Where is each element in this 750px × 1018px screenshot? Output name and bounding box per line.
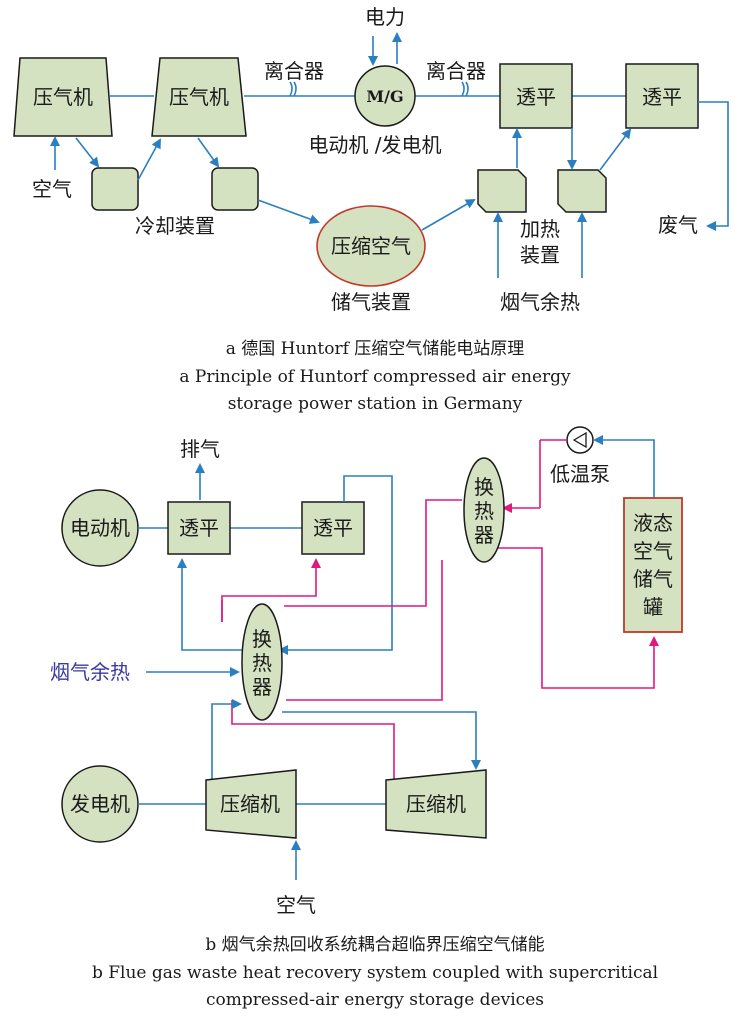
heating-label-1: 加热 xyxy=(520,217,560,241)
hx-top-char-3: 器 xyxy=(474,523,494,547)
clutch-right-icon xyxy=(461,81,469,97)
exhaust-label-b: 排气 xyxy=(180,437,220,461)
heat-exchanger-mid xyxy=(241,603,283,721)
tank-label-1: 液态 xyxy=(633,511,673,535)
tank-label-3: 储气 xyxy=(633,567,673,591)
power-label: 电力 xyxy=(365,5,405,29)
hx-top-to-tank xyxy=(484,547,659,689)
storage-to-heater1 xyxy=(421,199,476,231)
tank-to-pump xyxy=(593,435,655,498)
turbine-b-1 xyxy=(167,501,231,555)
flue-heat-label-b: 烟气余热 xyxy=(50,660,130,684)
turbine-a-1-label: 透平 xyxy=(516,85,556,109)
hx-to-turbine1 xyxy=(177,558,246,651)
hx-mid-to-hx-top xyxy=(284,499,462,607)
hx-mid-char-1: 换 xyxy=(252,627,272,651)
caption-a-en-1: a Principle of Huntorf compressed air en… xyxy=(179,367,571,387)
tank-label-4: 罐 xyxy=(643,595,663,619)
compressor-a-1 xyxy=(13,57,113,137)
exhaust-arrow-a xyxy=(698,101,729,231)
turbine-a-2-label: 透平 xyxy=(642,85,682,109)
caption-b-en-2: compressed-air energy storage devices xyxy=(206,990,544,1010)
c2-to-cooler2 xyxy=(197,137,220,168)
cooler-a-2 xyxy=(211,167,259,211)
caption-b-cn: b 烟气余热回收系统耦合超临界压缩空气储能 xyxy=(205,935,544,955)
pump-label: 低温泵 xyxy=(550,462,610,486)
liquid-air-tank xyxy=(623,497,683,633)
compressor-b-2-label: 压缩机 xyxy=(406,792,466,816)
hx-top-char-2: 热 xyxy=(474,499,494,523)
turbine2-exhaust-to-hx xyxy=(278,475,393,655)
hx-mid-char-2: 热 xyxy=(252,651,272,675)
exhaust-label-a: 废气 xyxy=(658,213,698,237)
clutch-left-label: 离合器 xyxy=(264,59,324,83)
cooler2-to-storage xyxy=(257,199,320,224)
diagram-b: 排气 电动机 透平 透平 换 热 器 低温泵 xyxy=(50,426,683,1010)
cooler-a-1 xyxy=(91,167,139,211)
storage-device-label: 储气装置 xyxy=(331,290,411,314)
compressor-a-2 xyxy=(151,57,247,137)
clutch-left-icon xyxy=(289,81,297,97)
air-label-b: 空气 xyxy=(276,893,316,917)
diagram-a: 压气机 压气机 离合器 离合器 M/G 电力 电动机 /发电机 透平 透平 空气… xyxy=(13,5,729,414)
motor-label: 电动机 xyxy=(70,516,130,540)
hx-mid-char-3: 器 xyxy=(252,675,272,699)
storage-label: 压缩空气 xyxy=(331,234,411,258)
compressor-a-2-label: 压气机 xyxy=(169,85,229,109)
compressor-b-1 xyxy=(205,769,297,839)
motor-generator-label: 电动机 /发电机 xyxy=(308,133,441,157)
heating-label-2: 装置 xyxy=(520,243,560,267)
compressor-b-2 xyxy=(385,769,487,839)
heater-a-1 xyxy=(477,169,527,213)
tank-label-2: 空气 xyxy=(633,539,673,563)
compressor-a-1-label: 压气机 xyxy=(33,85,93,109)
air-storage-ellipse xyxy=(316,205,426,287)
heater-a-2 xyxy=(557,169,607,213)
hx-to-compressor2 xyxy=(282,711,481,770)
hx-mid-to-compressor2 xyxy=(231,700,395,780)
compressor-b-1-label: 压缩机 xyxy=(220,792,280,816)
clutch-right-label: 离合器 xyxy=(426,59,486,83)
caption-a-en-2: storage power station in Germany xyxy=(228,394,523,414)
motor-generator-circle xyxy=(354,65,416,127)
caption-b-en-1: b Flue gas waste heat recovery system co… xyxy=(92,963,658,983)
turbine-b-2 xyxy=(301,501,365,555)
heater2-to-turbine2 xyxy=(599,128,632,171)
compressor1-to-hx xyxy=(211,699,242,780)
generator-label: 发电机 xyxy=(70,792,130,816)
hx-top-char-1: 换 xyxy=(474,475,494,499)
pump-triangle-icon xyxy=(572,431,587,449)
turbine-b-2-label: 透平 xyxy=(313,516,353,540)
flue-heat-label-a: 烟气余热 xyxy=(500,290,580,314)
turbine-a-2 xyxy=(625,63,699,129)
turbine-a-1 xyxy=(499,63,573,129)
cooler1-to-c2 xyxy=(137,138,161,181)
air-label-a: 空气 xyxy=(32,177,72,201)
cooling-label: 冷却装置 xyxy=(135,214,215,238)
mg-label: M/G xyxy=(366,87,403,106)
turbine-b-1-label: 透平 xyxy=(179,516,219,540)
hx-top-to-hx-mid xyxy=(286,560,443,701)
caption-a-cn: a 德国 Huntorf 压缩空气储能电站原理 xyxy=(226,339,525,359)
heat-exchanger-top xyxy=(463,457,505,563)
c1-to-cooler1 xyxy=(75,137,100,168)
